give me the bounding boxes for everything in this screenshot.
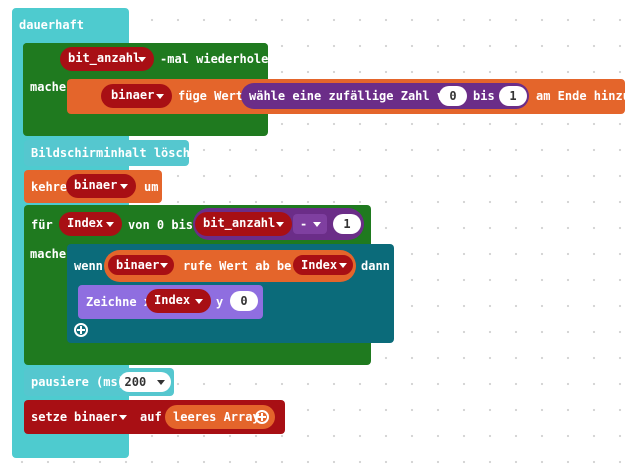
reverse-array-var: binaer (74, 178, 118, 192)
for-limit-dropdown[interactable]: bit_anzahl (195, 212, 292, 236)
forever-label: dauerhaft (19, 18, 85, 32)
chevron-down-icon (313, 222, 321, 227)
if-index-dropdown[interactable]: Index (291, 253, 355, 277)
math-operand-input[interactable]: 1 (333, 214, 361, 234)
chevron-down-icon (138, 57, 146, 62)
plot-x-var: Index (154, 293, 191, 307)
plot-y-label: y (216, 295, 224, 309)
clear-screen-label: Bildschirminhalt löschen (31, 146, 205, 160)
random-from-input[interactable]: 0 (439, 86, 467, 106)
math-operator-dropdown[interactable]: - (293, 214, 327, 234)
repeat-do-label: mache (30, 80, 67, 94)
random-to-input[interactable]: 1 (499, 86, 527, 106)
if-get-label: rufe Wert ab bei (183, 259, 299, 273)
for-index-var: Index (67, 216, 104, 230)
plot-y-input[interactable]: 0 (230, 291, 258, 311)
clear-screen-block[interactable]: Bildschirminhalt löschen (24, 140, 204, 166)
push-array-var: binaer (111, 88, 155, 102)
plot-label: Zeichne x (86, 295, 152, 309)
reverse-label: kehre (31, 180, 68, 194)
array-reverse-block[interactable]: kehre binaer um (24, 170, 162, 203)
pause-value-dropdown[interactable]: 200 (119, 372, 171, 392)
chevron-down-icon (339, 263, 347, 268)
reverse-array-dropdown[interactable]: binaer (66, 174, 136, 198)
push-end-label: am Ende hinzu (536, 89, 630, 103)
set-to-label: auf (140, 410, 162, 424)
repeat-count-dropdown[interactable]: bit_anzahl (60, 47, 154, 71)
chevron-down-icon (156, 94, 164, 99)
random-number-block[interactable]: wähle eine zufällige Zahl von (241, 83, 529, 109)
chevron-down-icon (120, 184, 128, 189)
if-index-var: Index (301, 258, 338, 272)
reverse-suffix: um (144, 180, 159, 194)
random-label: wähle eine zufällige Zahl von (249, 89, 459, 103)
chevron-down-icon (195, 299, 203, 304)
pause-value: 200 (124, 375, 147, 389)
push-label: füge Wert (178, 89, 244, 103)
chevron-down-icon (276, 222, 284, 227)
for-from-label: von 0 bis (128, 218, 194, 232)
for-do-label: mache (30, 247, 67, 261)
chevron-down-icon (160, 263, 168, 268)
add-else-icon[interactable] (74, 323, 88, 337)
math-operator: - (300, 217, 308, 231)
plot-x-dropdown[interactable]: Index (146, 289, 211, 313)
set-label: setze (31, 410, 68, 424)
chevron-down-icon[interactable] (119, 415, 127, 420)
if-label: wenn (74, 259, 103, 273)
set-variable-block[interactable]: setze binaer auf leeres Array (24, 400, 285, 434)
repeat-suffix: -mal wiederholen (160, 52, 276, 66)
chevron-down-icon (157, 380, 166, 385)
set-var: binaer (74, 410, 118, 424)
pause-label: pausiere (ms) (31, 375, 125, 389)
for-label: für (31, 218, 53, 232)
repeat-count-var: bit_anzahl (68, 51, 141, 65)
if-array-var: binaer (116, 258, 160, 272)
push-array-dropdown[interactable]: binaer (101, 84, 172, 108)
pause-block[interactable]: pausiere (ms) 200 (24, 368, 174, 396)
random-to-label: bis (473, 89, 495, 103)
if-then-label: dann (361, 259, 390, 273)
add-item-icon[interactable] (255, 410, 269, 424)
if-array-dropdown[interactable]: binaer (106, 253, 176, 277)
empty-array-block[interactable]: leeres Array (165, 405, 275, 429)
chevron-down-icon (106, 222, 114, 227)
for-index-dropdown[interactable]: Index (59, 212, 122, 236)
empty-array-label: leeres Array (173, 410, 260, 424)
for-limit-var: bit_anzahl (203, 216, 276, 230)
